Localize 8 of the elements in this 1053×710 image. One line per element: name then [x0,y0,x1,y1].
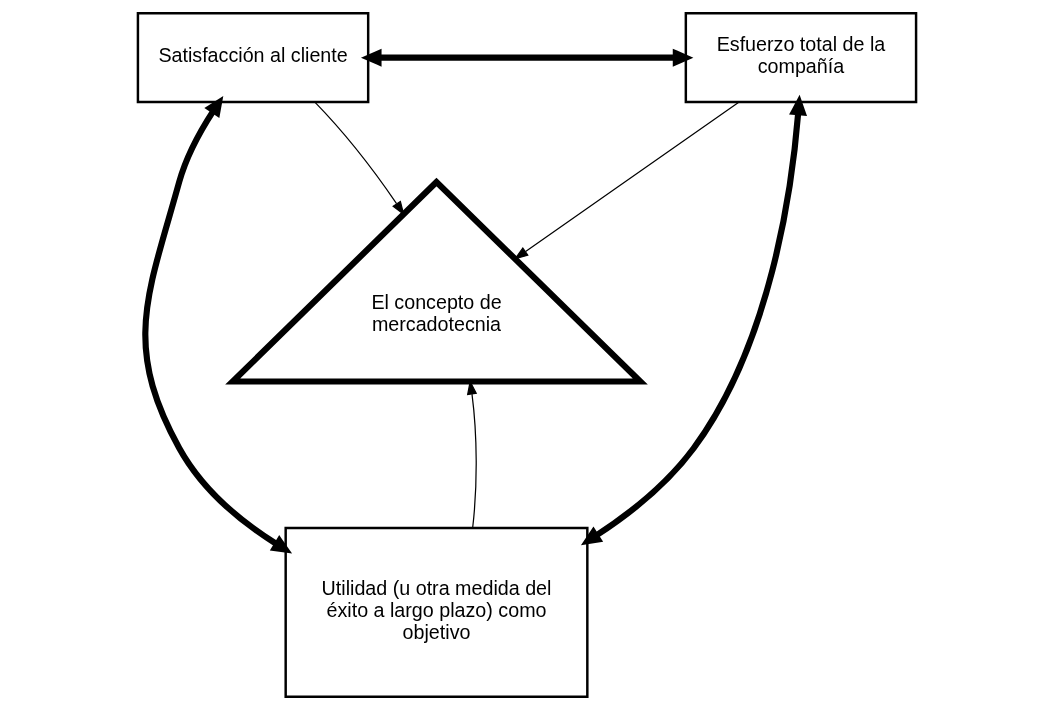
arrow [313,101,405,216]
arrow [513,101,740,260]
arrow [141,96,292,554]
node-box: Satisfacción al cliente [136,12,369,104]
arrow [360,48,693,67]
arrow [580,94,807,546]
node-box: Utilidad (u otra medida del éxito a largo plazo) como objetivo [283,526,589,698]
node-box: Esfuerzo total de la compañía [684,12,917,104]
